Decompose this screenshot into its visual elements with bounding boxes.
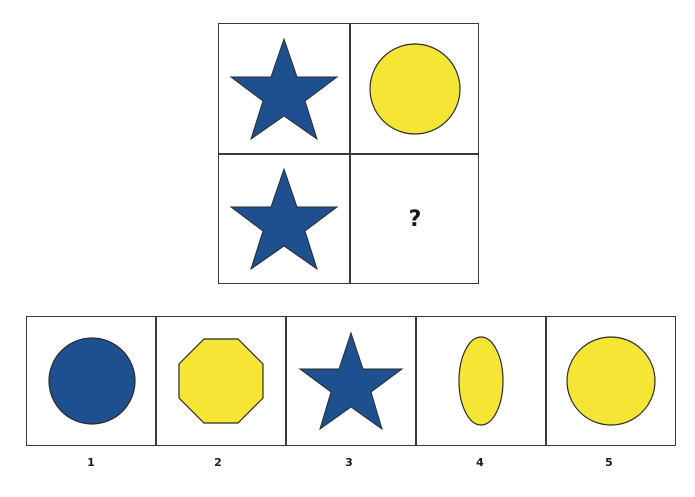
option-divider (545, 317, 547, 445)
option-divider (285, 317, 287, 445)
yellow-octagon-icon (178, 338, 264, 424)
option-1[interactable] (27, 317, 157, 445)
option-4-label: 4 (476, 456, 484, 469)
option-2[interactable] (156, 317, 286, 445)
puzzle-grid: ? (218, 23, 479, 284)
puzzle-cell-bottom-left (219, 154, 349, 284)
option-1-label: 1 (87, 456, 95, 469)
blue-circle-icon (48, 337, 136, 425)
option-2-label: 2 (214, 456, 222, 469)
option-5[interactable] (546, 317, 676, 445)
yellow-circle-icon (566, 336, 656, 426)
puzzle-cell-missing: ? (350, 154, 480, 284)
blue-star-icon (229, 37, 339, 141)
blue-star-icon (298, 331, 404, 431)
yellow-ellipse-icon (458, 336, 504, 426)
option-4[interactable] (416, 317, 546, 445)
option-divider (155, 317, 157, 445)
question-mark: ? (408, 206, 422, 232)
option-3-label: 3 (345, 456, 353, 469)
grid-divider-horizontal (219, 153, 478, 155)
yellow-circle-icon (369, 43, 461, 135)
option-5-label: 5 (605, 456, 613, 469)
puzzle-cell-top-left (219, 24, 349, 154)
puzzle-cell-top-right (350, 24, 480, 154)
answer-options (26, 316, 676, 446)
option-divider (415, 317, 417, 445)
blue-star-icon (229, 167, 339, 271)
option-3[interactable] (286, 317, 416, 445)
